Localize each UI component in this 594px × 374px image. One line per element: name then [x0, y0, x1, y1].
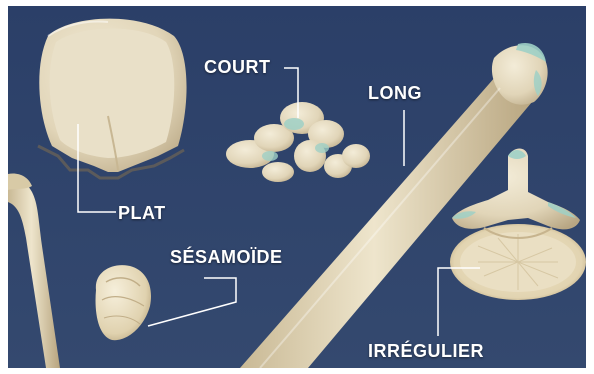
- label-court: COURT: [204, 58, 271, 76]
- bone-types-illustration: PLAT COURT LONG SÉSAMOÏDE IRRÉGULIER: [8, 6, 586, 368]
- label-plat: PLAT: [118, 204, 166, 222]
- label-long: LONG: [368, 84, 422, 102]
- illustration-canvas: [8, 6, 586, 368]
- label-irregulier: IRRÉGULIER: [368, 342, 484, 360]
- label-sesamoide: SÉSAMOÏDE: [170, 248, 283, 266]
